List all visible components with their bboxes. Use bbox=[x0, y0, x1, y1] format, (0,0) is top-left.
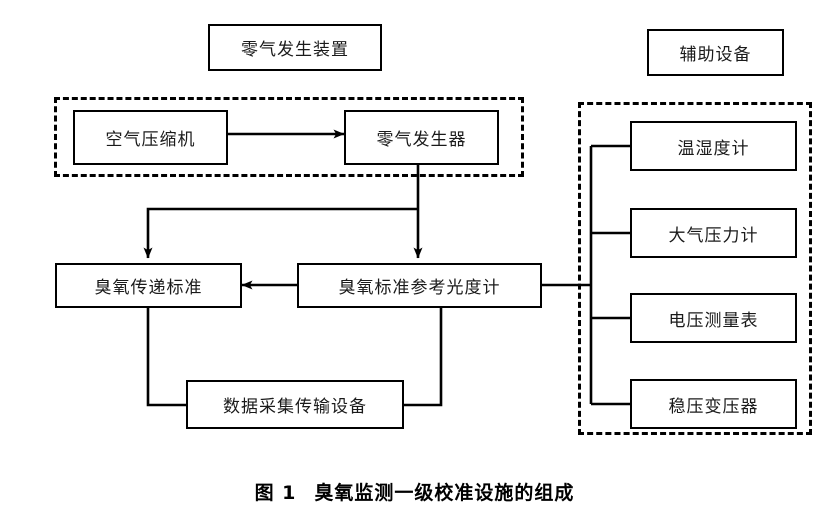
node-thermo-hygrometer: 温湿度计 bbox=[630, 121, 797, 171]
dashed-region-auxiliary-equipment bbox=[578, 102, 812, 435]
group-title-zero-air-generation: 零气发生装置 bbox=[208, 24, 382, 71]
node-barometer: 大气压力计 bbox=[630, 208, 797, 258]
node-data-acquisition-transmission: 数据采集传输设备 bbox=[186, 380, 404, 429]
node-voltmeter: 电压测量表 bbox=[630, 293, 797, 343]
edge-photometer-to-data-acquisition bbox=[404, 308, 443, 407]
group-title-auxiliary-equipment: 辅助设备 bbox=[647, 29, 784, 76]
node-air-compressor: 空气压缩机 bbox=[73, 110, 228, 165]
node-zero-air-generator: 零气发生器 bbox=[344, 110, 499, 165]
dashed-region-zero-air-generation bbox=[54, 97, 524, 177]
edge-transfer-standard-to-data-acquisition bbox=[146, 308, 186, 407]
figure-caption-label: 图 1 bbox=[254, 482, 297, 504]
figure-caption: 图 1 臭氧监测一级校准设施的组成 bbox=[0, 478, 829, 505]
figure-caption-title: 臭氧监测一级校准设施的组成 bbox=[314, 482, 575, 504]
node-ozone-transfer-standard: 臭氧传递标准 bbox=[55, 263, 242, 308]
node-voltage-stabilizer: 稳压变压器 bbox=[630, 379, 797, 429]
node-ozone-reference-photometer: 臭氧标准参考光度计 bbox=[297, 263, 542, 308]
edge-generator-to-transfer-standard bbox=[143, 207, 418, 259]
